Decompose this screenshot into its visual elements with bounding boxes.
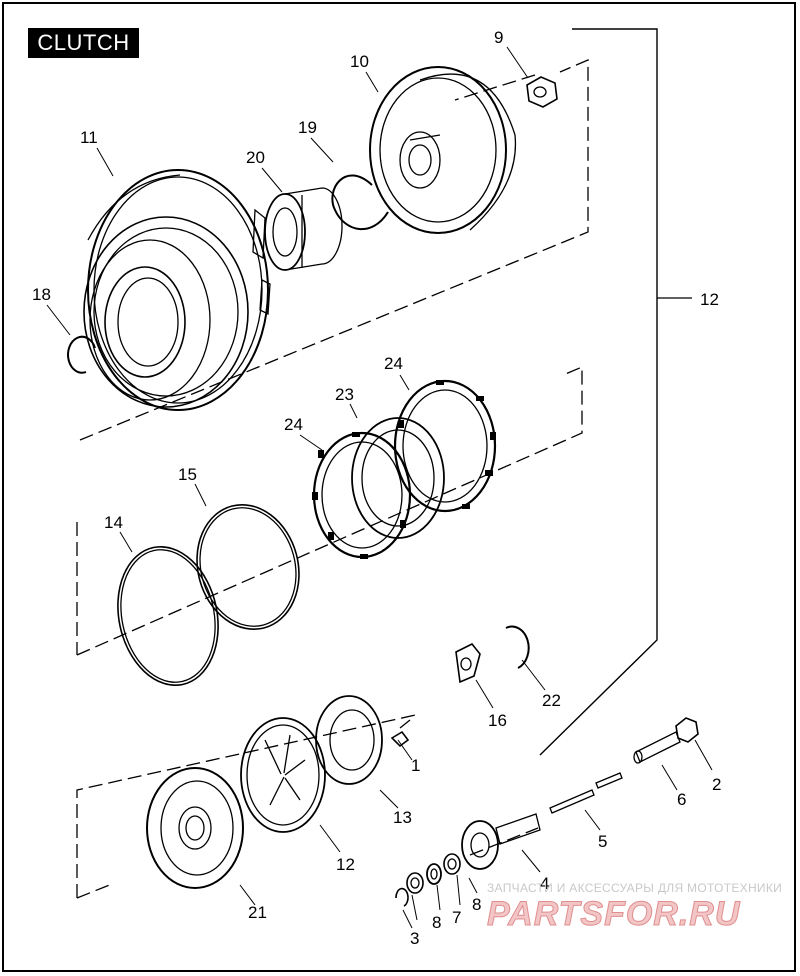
callout-8-right: 8 (472, 895, 481, 914)
callout-14: 13 (393, 808, 412, 827)
callout-7: 7 (452, 908, 461, 927)
ring-part-15 (117, 545, 219, 687)
callout-5: 5 (598, 832, 607, 851)
screw-part-1 (390, 719, 411, 748)
retaining-ring-part-3 (395, 887, 409, 907)
callout-8-left: 8 (432, 913, 441, 932)
bearing-part-20 (264, 187, 343, 271)
callout-23: 23 (335, 385, 354, 404)
spring-seat-part-22 (146, 767, 244, 889)
callout-18: 18 (32, 285, 51, 304)
callout-21: 22 (542, 691, 561, 710)
callout-labels: 9 10 19 20 11 18 12 24 23 24 15 14 16 22… (32, 28, 721, 948)
snap-ring-part-19 (331, 174, 389, 230)
bearing-part-7 (426, 863, 442, 885)
adjusting-plate-part-17 (455, 642, 481, 684)
callout-24-left: 24 (284, 415, 303, 434)
callout-12: 12 (700, 290, 719, 309)
retaining-ring-part-18 (67, 335, 96, 374)
adjusting-screw-part-6 (633, 731, 681, 764)
callout-24-top: 24 (384, 354, 403, 373)
assembly-axis-lines (76, 59, 589, 899)
release-plate-part-4 (461, 813, 541, 870)
callout-2: 2 (712, 775, 721, 794)
callout-11: 11 (80, 128, 98, 147)
friction-plate-part-24-rear (393, 379, 497, 513)
nut-part-2 (675, 717, 699, 743)
callout-17: 16 (488, 711, 507, 730)
diagram-title: CLUTCH (28, 28, 139, 58)
callout-15: 14 (104, 513, 123, 532)
callout-13: 12 (336, 855, 355, 874)
washer-part-8-a (443, 853, 461, 875)
clutch-shell-part-11 (83, 169, 271, 411)
callout-9: 9 (494, 28, 503, 47)
diaphragm-spring-part-13 (240, 717, 326, 833)
callout-22: 21 (248, 903, 267, 922)
washer-part-8-b (406, 872, 424, 894)
callout-16: 15 (178, 465, 197, 484)
group-bracket-12 (539, 28, 658, 756)
clutch-hub-part-10 (369, 66, 517, 234)
callout-6: 6 (677, 790, 686, 809)
watermark-tagline: ЗАПЧАСТИ И АКСЕССУАРЫ ДЛЯ МОТОТЕХНИКИ (487, 881, 783, 895)
callout-20: 20 (246, 148, 265, 167)
retaining-ring-part-21 (505, 625, 530, 669)
friction-plate-tabs (312, 380, 496, 559)
callout-19: 19 (298, 118, 317, 137)
steel-plate-part-23 (351, 417, 445, 539)
push-rod-part-5 (549, 772, 623, 814)
leader-lines (46, 46, 713, 929)
callout-10: 10 (350, 52, 369, 71)
callout-3: 3 (410, 929, 419, 948)
pressure-plate-part-14 (315, 695, 383, 785)
callout-1: 1 (411, 756, 420, 775)
watermark-logo: PARTSFOR.RU (486, 895, 741, 934)
ring-part-16 (196, 503, 300, 631)
callout-4: 4 (540, 874, 549, 893)
nut-part-9 (526, 76, 558, 108)
